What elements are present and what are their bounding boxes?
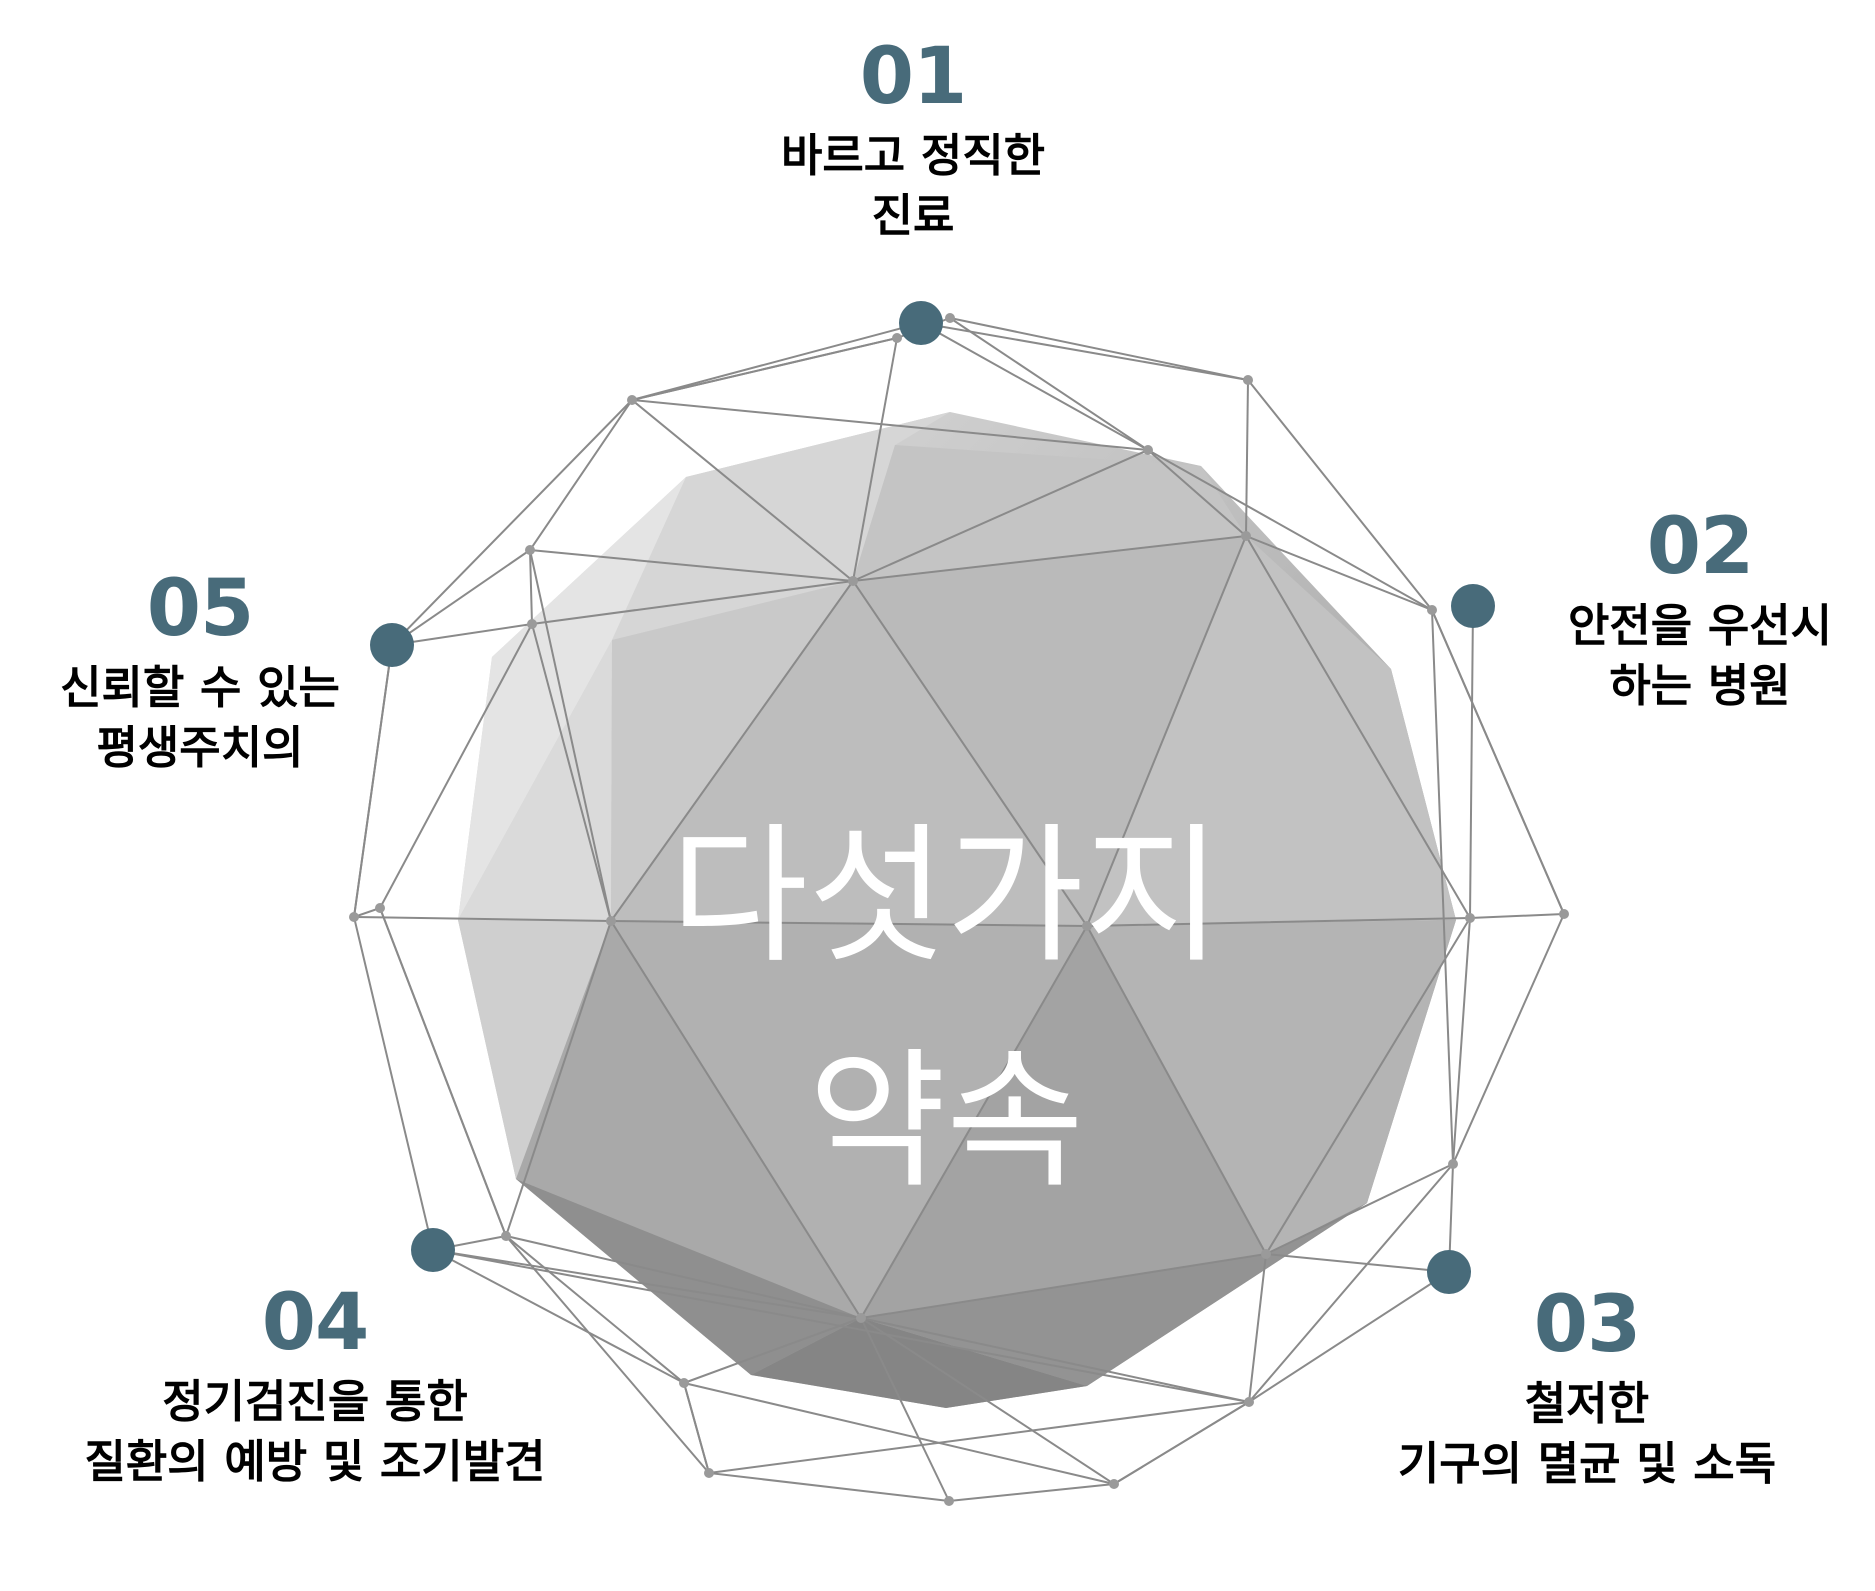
marker-dot-01	[899, 301, 943, 345]
promise-number: 04	[261, 1278, 370, 1368]
promise-label: 신뢰할 수 있는 평생주치의	[60, 658, 340, 778]
promise-label: 철저한 기구의 멸균 및 소독	[1398, 1374, 1776, 1494]
promise-label: 안전을 우선시 하는 병원	[1568, 596, 1832, 716]
promise-01: 01 바르고 정직한 진료	[781, 34, 1045, 246]
marker-dot-04	[411, 1228, 455, 1272]
promise-label-line: 평생주치의	[96, 721, 304, 774]
promise-label-line: 안전을 우선시	[1567, 599, 1833, 652]
promise-label-line: 정기검진을 통한	[162, 1375, 468, 1428]
promise-label-line: 기구의 멸균 및 소독	[1397, 1437, 1777, 1490]
marker-dot-05	[370, 623, 414, 667]
promise-label-line: 신뢰할 수 있는	[60, 661, 340, 714]
center-title-line1: 다섯가지	[669, 810, 1223, 984]
promise-label-line: 질환의 예방 및 조기발견	[84, 1435, 546, 1488]
sphere-facets	[458, 412, 1456, 1408]
marker-dot-02	[1451, 584, 1495, 628]
promise-02: 02 안전을 우선시 하는 병원	[1568, 504, 1832, 716]
promise-04: 04 정기검진을 통한 질환의 예방 및 조기발견	[84, 1280, 545, 1492]
promise-label-line: 하는 병원	[1609, 659, 1791, 712]
marker-dot-03	[1427, 1250, 1471, 1294]
promise-number: 05	[146, 564, 255, 654]
center-title: 다섯가지 약속	[670, 790, 1222, 1230]
promise-number: 01	[859, 32, 968, 122]
promise-number: 02	[1646, 502, 1755, 592]
promise-label-line: 진료	[871, 189, 955, 242]
center-title-line2: 약속	[807, 1035, 1085, 1209]
promise-03: 03 철저한 기구의 멸균 및 소독	[1398, 1282, 1776, 1494]
promise-label: 정기검진을 통한 질환의 예방 및 조기발견	[84, 1372, 545, 1492]
promise-number: 03	[1533, 1280, 1642, 1370]
promise-label: 바르고 정직한 진료	[781, 126, 1045, 246]
promise-label-line: 철저한	[1524, 1377, 1650, 1430]
promise-label-line: 바르고 정직한	[780, 129, 1046, 182]
promise-05: 05 신뢰할 수 있는 평생주치의	[60, 566, 340, 778]
wireframe-nodes	[349, 313, 1569, 1506]
